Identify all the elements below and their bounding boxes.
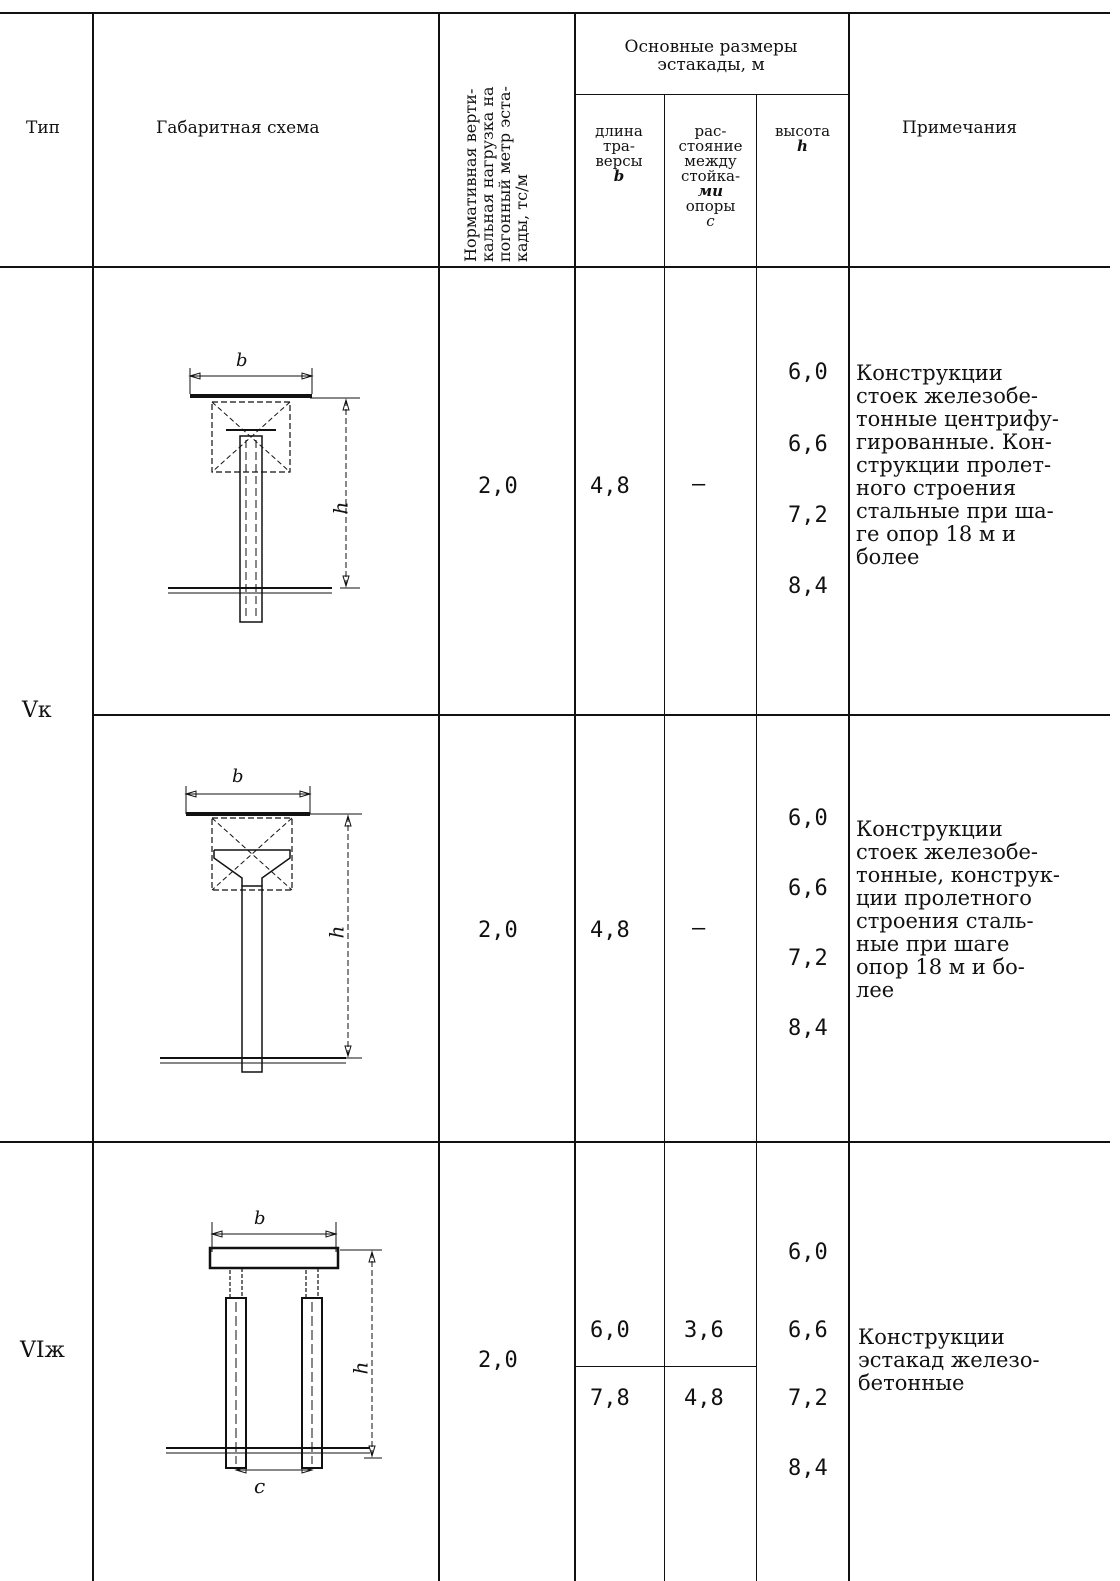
- scheme-vizh-h: h: [348, 1361, 373, 1375]
- note-vk-row1: Конструкции стоек железобе- тонные центр…: [856, 361, 1059, 569]
- header-type: Тип: [26, 118, 60, 138]
- height-vizh-c: 7,2: [788, 1386, 828, 1411]
- height-vk-row1-d: 8,4: [788, 574, 828, 599]
- dims-group-divider: [574, 94, 848, 95]
- load-vizh: 2,0: [478, 1348, 518, 1373]
- header-dims-group: Основные размеры эстакады, м: [624, 37, 798, 75]
- note-vk-row2: Конструкции стоек железобе- тонные, конс…: [856, 817, 1060, 1002]
- header-load: Нормативная верти- кальная нагрузка на п…: [461, 86, 531, 262]
- type-label-vizh: VIж: [20, 1338, 65, 1363]
- height-vizh-b: 6,6: [788, 1318, 828, 1343]
- spacing-vk-row1: —: [692, 472, 706, 497]
- table-top-border: [0, 12, 1110, 14]
- spacing-vizh-b: 4,8: [684, 1386, 724, 1411]
- scheme-vizh-c: c: [254, 1474, 266, 1498]
- scheme-vk-row1: [168, 368, 360, 623]
- height-vk-row2-b: 6,6: [788, 876, 828, 901]
- row-divider-vk: [93, 714, 1110, 716]
- type-label-vk: Vк: [22, 698, 52, 723]
- height-vk-row1-a: 6,0: [788, 360, 828, 385]
- header-spacing: рас- стояние между стойка- ми опоры c: [678, 122, 743, 230]
- note-vizh: Конструкции эстакад железо- бетонные: [858, 1325, 1040, 1395]
- col-border-load: [574, 12, 576, 1581]
- length-vk-row1: 4,8: [590, 474, 630, 499]
- length-vk-row2: 4,8: [590, 918, 630, 943]
- load-vk-row2: 2,0: [478, 918, 518, 943]
- height-vk-row1-b: 6,6: [788, 432, 828, 457]
- col-border-scheme: [438, 12, 440, 1581]
- height-vk-row2-d: 8,4: [788, 1016, 828, 1041]
- vizh-subrow-divider: [574, 1366, 756, 1367]
- col-border-length: [664, 94, 665, 1581]
- spacing-vk-row2: —: [692, 916, 706, 941]
- header-notes: Примечания: [902, 118, 1018, 138]
- height-vizh-a: 6,0: [788, 1240, 828, 1265]
- group-divider-vizh: [0, 1141, 1110, 1143]
- scheme-vk-row1-h: h: [328, 501, 353, 515]
- scheme-vk-row1-b: b: [236, 350, 248, 371]
- length-vizh-a: 6,0: [590, 1318, 630, 1343]
- header-length: длина тра- версы b: [595, 122, 643, 185]
- height-vk-row2-a: 6,0: [788, 806, 828, 831]
- scheme-vizh: [166, 1222, 382, 1474]
- load-vk-row1: 2,0: [478, 474, 518, 499]
- length-vizh-b: 7,8: [590, 1386, 630, 1411]
- height-vk-row1-c: 7,2: [788, 503, 828, 528]
- scheme-vizh-b: b: [254, 1208, 266, 1229]
- header-bottom-border: [0, 266, 1110, 268]
- scheme-vk-row2-h: h: [324, 925, 349, 939]
- height-vizh-d: 8,4: [788, 1456, 828, 1481]
- col-border-type: [92, 12, 94, 1581]
- header-scheme: Габаритная схема: [156, 118, 320, 138]
- scheme-vk-row2-b: b: [232, 766, 244, 787]
- spacing-vizh-a: 3,6: [684, 1318, 724, 1343]
- scheme-vk-row2: [160, 786, 362, 1073]
- col-border-spacing: [756, 94, 757, 1581]
- header-height: высота h: [774, 122, 831, 155]
- col-border-height: [848, 12, 850, 1581]
- height-vk-row2-c: 7,2: [788, 946, 828, 971]
